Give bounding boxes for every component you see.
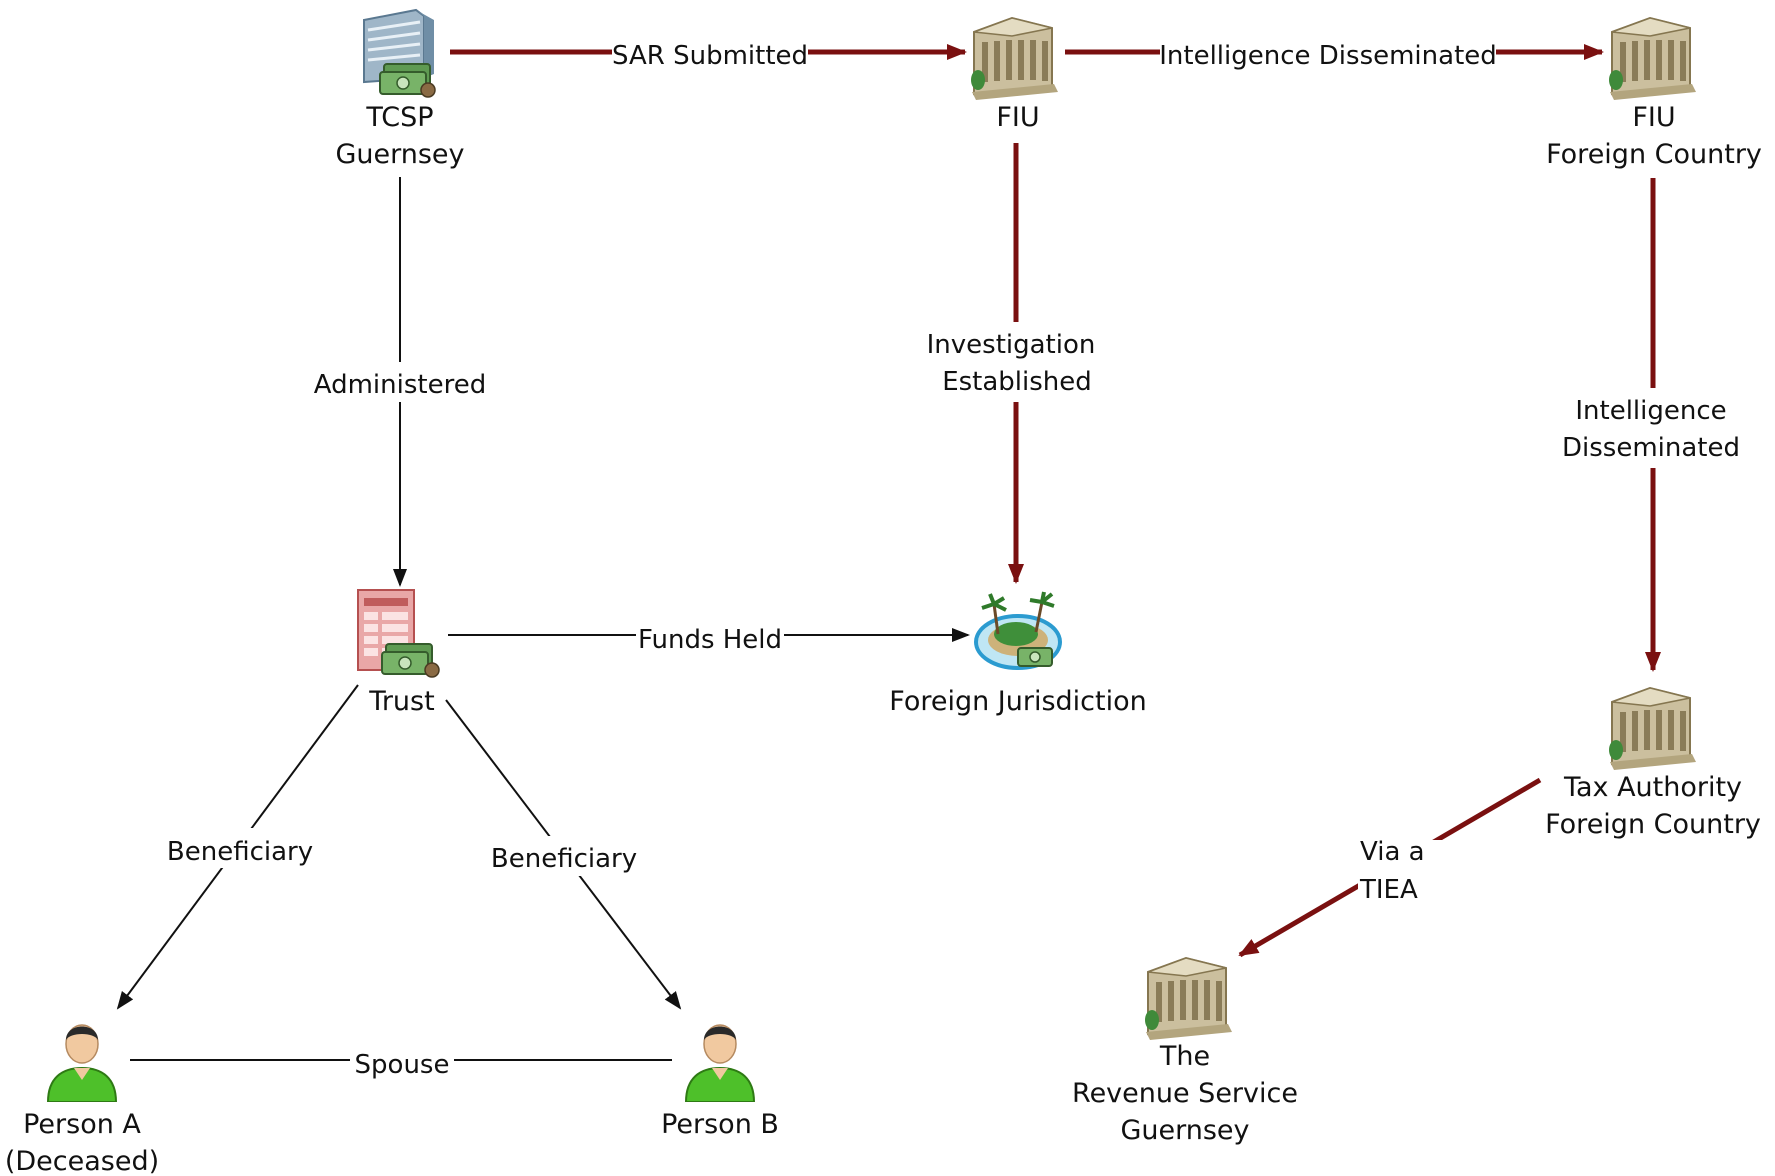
node-label-line: FIU bbox=[996, 102, 1040, 133]
node-fiu-foreign-country: FIU Foreign Country bbox=[1546, 99, 1762, 173]
edge-label-intelligence: Intelligence bbox=[1575, 396, 1726, 426]
edge-label-beneficiary-b: Beneficiary bbox=[491, 844, 637, 874]
edge-label-established: Established bbox=[942, 367, 1092, 397]
bank-building-money-icon bbox=[363, 8, 436, 98]
node-label-line: Guernsey bbox=[1120, 1115, 1250, 1146]
node-person-b: Person B bbox=[661, 1106, 779, 1143]
government-building-icon bbox=[971, 16, 1058, 100]
edge-label-beneficiary-a: Beneficiary bbox=[167, 837, 313, 867]
node-person-a: Person A (Deceased) bbox=[5, 1106, 159, 1176]
node-label-line: Foreign Jurisdiction bbox=[889, 686, 1147, 717]
node-tcsp-guernsey: TCSP Guernsey bbox=[335, 99, 464, 173]
edge-label-sar-submitted: SAR Submitted bbox=[612, 41, 808, 71]
node-label-line: The bbox=[1159, 1041, 1211, 1072]
person-icon bbox=[46, 1024, 118, 1102]
node-revenue-service: The Revenue Service Guernsey bbox=[1072, 1038, 1298, 1149]
node-label-line: Trust bbox=[369, 686, 435, 717]
edge-label-via-a: Via a bbox=[1360, 837, 1425, 867]
edge-label-tiea: TIEA bbox=[1359, 875, 1418, 905]
edge-label-intel-disseminated-1: Intelligence Disseminated bbox=[1159, 41, 1497, 71]
node-label-line: Tax Authority bbox=[1563, 772, 1743, 803]
edge-label-funds-held: Funds Held bbox=[638, 625, 782, 655]
node-label-line: TCSP bbox=[366, 102, 434, 133]
node-tax-authority: Tax Authority Foreign Country bbox=[1545, 769, 1761, 843]
government-building-icon bbox=[1609, 686, 1696, 770]
node-trust: Trust bbox=[369, 683, 434, 720]
node-label-line: Guernsey bbox=[335, 139, 465, 170]
node-label-line: FIU bbox=[1632, 102, 1676, 133]
government-building-icon bbox=[1609, 16, 1696, 100]
person-icon bbox=[684, 1024, 756, 1102]
node-label-line: Revenue Service bbox=[1072, 1078, 1298, 1109]
node-label-line: Foreign Country bbox=[1545, 809, 1761, 840]
trust-document-money-icon bbox=[357, 589, 440, 678]
node-fiu: FIU bbox=[996, 99, 1039, 136]
island-icon bbox=[974, 591, 1062, 670]
edge-label-investigation: Investigation bbox=[927, 330, 1096, 360]
node-label-line: (Deceased) bbox=[4, 1146, 160, 1176]
edge-label-disseminated: Disseminated bbox=[1562, 433, 1740, 463]
node-label-line: Person B bbox=[661, 1109, 779, 1140]
government-building-icon bbox=[1145, 956, 1232, 1040]
node-label-line: Foreign Country bbox=[1546, 139, 1762, 170]
edge-label-spouse: Spouse bbox=[355, 1050, 450, 1080]
node-label-line: Person A bbox=[23, 1109, 141, 1140]
edge-label-administered: Administered bbox=[314, 370, 486, 400]
node-foreign-jurisdiction: Foreign Jurisdiction bbox=[889, 683, 1147, 720]
